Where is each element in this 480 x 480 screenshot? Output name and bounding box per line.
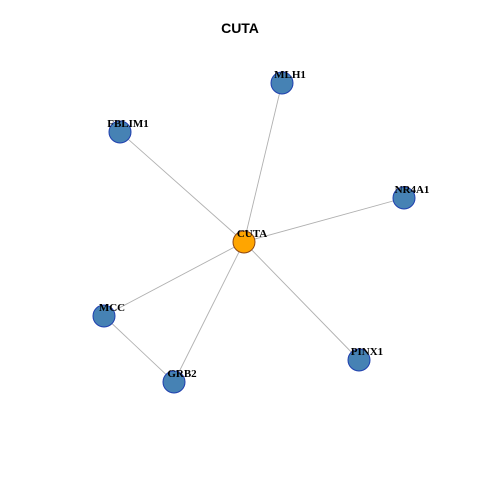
node-label-cuta: CUTA bbox=[237, 228, 267, 240]
node-mcc bbox=[92, 304, 116, 328]
node-nr4a1 bbox=[392, 186, 416, 210]
node-label-grb2: GRB2 bbox=[167, 368, 197, 380]
edge-cuta-mlh1 bbox=[243, 82, 283, 243]
node-mlh1 bbox=[270, 71, 294, 95]
node-label-pinx1: PINX1 bbox=[351, 346, 383, 358]
graph-title: CUTA bbox=[221, 20, 259, 36]
edge-cuta-mcc bbox=[103, 241, 245, 317]
node-label-nr4a1: NR4A1 bbox=[395, 184, 430, 196]
node-pinx1 bbox=[347, 348, 371, 372]
edge-cuta-pinx1 bbox=[243, 241, 360, 361]
edge-cuta-fblim1 bbox=[119, 131, 245, 243]
node-label-mlh1: MLH1 bbox=[274, 69, 306, 81]
edge-cuta-nr4a1 bbox=[243, 197, 405, 243]
node-cuta bbox=[232, 230, 256, 254]
node-label-mcc: MCC bbox=[99, 302, 125, 314]
node-grb2 bbox=[162, 370, 186, 394]
edge-layer bbox=[103, 82, 405, 383]
edge-mcc-grb2 bbox=[103, 315, 175, 383]
node-label-fblim1: FBLIM1 bbox=[107, 118, 149, 130]
node-fblim1 bbox=[108, 120, 132, 144]
edge-cuta-grb2 bbox=[173, 241, 245, 383]
